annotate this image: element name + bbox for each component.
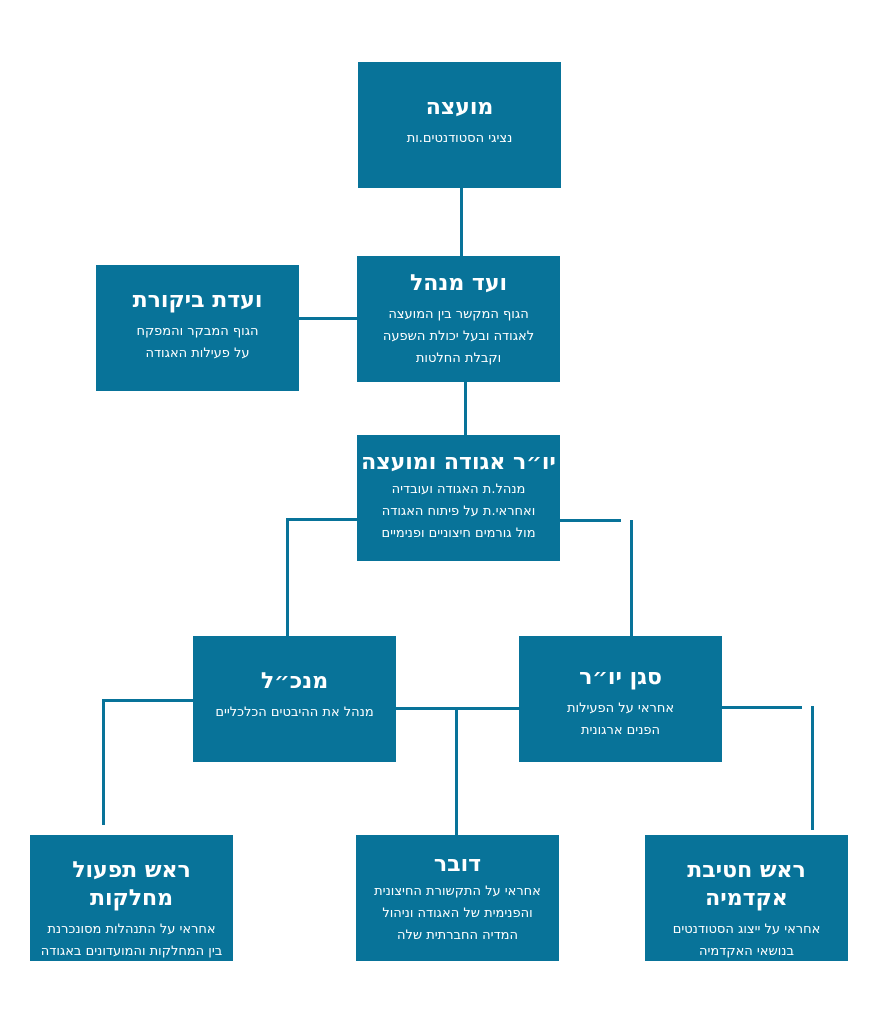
connector-departments-h [102, 699, 193, 702]
connector-chair-vice-v [630, 520, 633, 636]
node-title: ראש חטיבת אקדמיה [687, 858, 806, 911]
node-description: הגוף המבקר והמפקח על פעילות האגודה [136, 324, 259, 361]
node-description: מנהל את ההיבטים הכלכליים [215, 705, 374, 720]
node-description: מנהל.ת האגודה ועובדיה ואחראי.ת על פיתוח … [381, 482, 536, 541]
node-title: יו״ר אגודה ומועצה [361, 450, 556, 475]
node-title: מועצה [425, 95, 494, 120]
node-title: ועדת ביקורת [132, 288, 263, 313]
connector-council-board [460, 188, 463, 256]
connector-chair-ceo-h [286, 518, 357, 521]
node-ceo: מנכ״ל מנהל את ההיבטים הכלכליים [193, 636, 396, 762]
connector-chair-vice-h [560, 519, 621, 522]
connector-academia-v [811, 706, 814, 830]
node-title: דובר [433, 852, 482, 877]
node-chair: יו״ר אגודה ומועצה מנהל.ת האגודה ועובדיה … [357, 435, 560, 561]
node-academia: ראש חטיבת אקדמיה אחראי על ייצוג הסטודנטי… [645, 835, 848, 961]
node-description: נציגי הסטודנטים.ות [406, 131, 513, 146]
node-council: מועצה נציגי הסטודנטים.ות [358, 62, 561, 188]
node-description: אחראי על ייצוג הסטודנטים בנושאי האקדמיה [672, 922, 821, 959]
connector-spokesperson [455, 708, 458, 835]
node-title: ועד מנהל [409, 271, 508, 296]
node-description: אחראי על התנהלות מסונכרנת בין המחלקות וה… [40, 922, 223, 959]
node-spokesperson: דובר אחראי על התקשורת החיצונית והפנימית … [356, 835, 559, 961]
node-departments: ראש תפעול מחלקות אחראי על התנהלות מסונכר… [30, 835, 233, 961]
node-audit: ועדת ביקורת הגוף המבקר והמפקח על פעילות … [96, 265, 299, 391]
connector-audit-board [299, 317, 357, 320]
node-title: מנכ״ל [260, 669, 329, 694]
node-board: ועד מנהל הגוף המקשר בין המועצה לאגודה וב… [357, 256, 560, 382]
connector-departments-v [102, 699, 105, 825]
node-description: אחראי על התקשורת החיצונית והפנימית של הא… [374, 884, 541, 943]
node-description: הגוף המקשר בין המועצה לאגודה ובעל יכולת … [382, 307, 535, 366]
node-title: סגן יו״ר [579, 665, 662, 690]
connector-academia-h [722, 706, 802, 709]
connector-chair-ceo-v [286, 518, 289, 636]
node-title: ראש תפעול מחלקות [72, 858, 191, 911]
connector-board-chair [464, 382, 467, 435]
node-description: אחראי על הפעילות הפנים ארגונית [566, 701, 675, 738]
node-vice-chair: סגן יו״ר אחראי על הפעילות הפנים ארגונית [519, 636, 722, 762]
